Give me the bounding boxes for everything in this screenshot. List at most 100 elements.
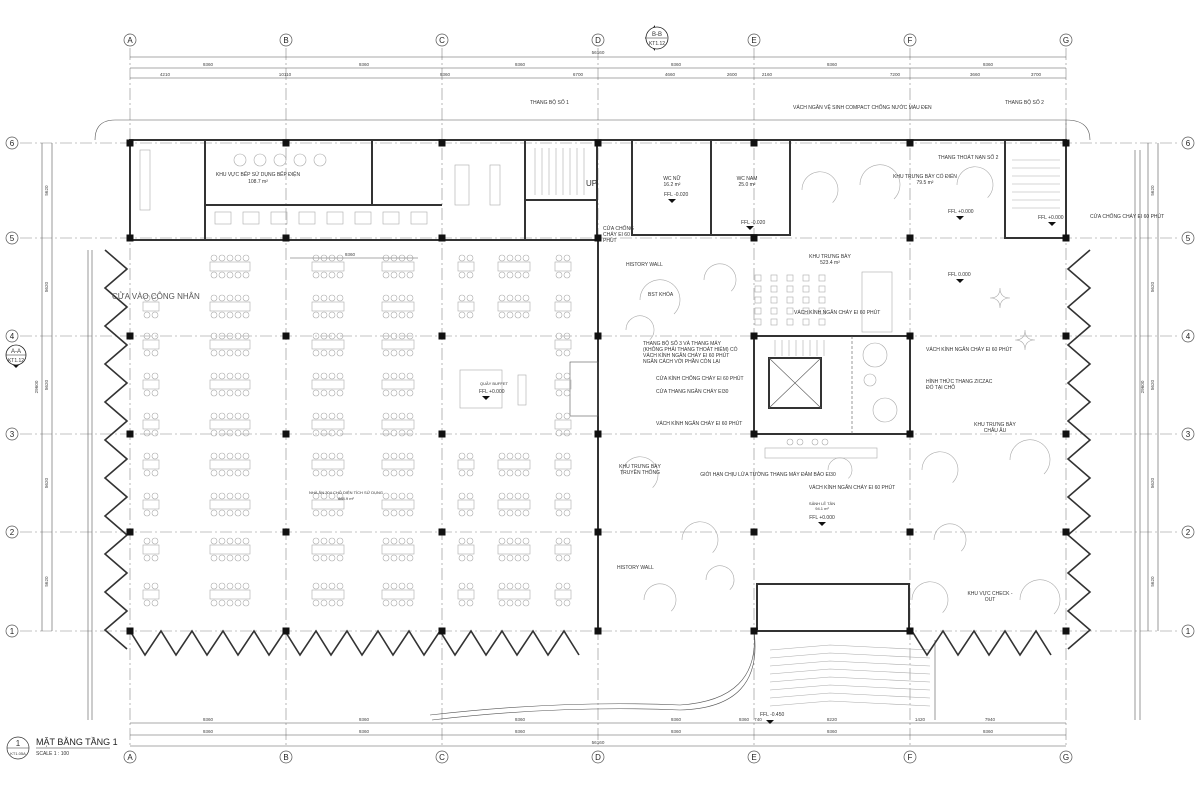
structural-column [282,332,290,340]
label-classic-exhibit-area: 79.5 m² [917,180,934,186]
dim-side-bay: 5620 [1150,185,1155,196]
chair [382,349,390,357]
dim-bottom-bay: 9360 [983,729,994,734]
chair [234,452,242,460]
chair [226,271,234,279]
chair [382,389,390,397]
buffet-counter [459,369,503,409]
exhibit-stand [818,318,826,326]
chair [506,582,514,590]
grid-label-1: 1 [1186,627,1191,636]
dim-top-sub: 6700 [573,72,584,77]
chair [563,311,571,319]
chair [514,254,522,262]
grid-label-5: 5 [1186,234,1191,243]
chair [406,492,414,500]
exhibit-stand [754,274,762,282]
dim-top-bay: 9360 [983,62,994,67]
chair [218,537,226,545]
chair [466,599,474,607]
dim-bottom-total: 56160 [592,740,605,745]
chair [242,254,250,262]
grid-label-C: C [439,36,445,45]
chair [242,599,250,607]
chair [514,271,522,279]
chair [522,537,530,545]
chair [336,271,344,279]
chair [555,537,563,545]
structural-column [1062,332,1070,340]
exhibit-display [1019,579,1061,615]
exhibit-display [933,523,967,552]
chair [522,554,530,562]
facade-zigzag-left [103,249,129,650]
chair [218,582,226,590]
chair [390,509,398,517]
label-wc-male: WC NAM [737,176,758,182]
chair [382,537,390,545]
chair [226,469,234,477]
chair [498,537,506,545]
exhibit-display [1009,439,1051,475]
dim-bottom-bay: 9360 [515,729,526,734]
dining-table [142,379,160,390]
exhibit-stand [754,296,762,304]
chair [328,452,336,460]
dim-bottom-sub: 7940 [985,717,996,722]
label-up: UP [586,179,597,188]
chair [398,452,406,460]
chair [151,582,159,590]
grid-label-E: E [751,36,756,45]
grid-bubble-D [591,750,605,764]
chair [336,582,344,590]
chair [406,429,414,437]
elevator-cross [768,357,822,409]
chair [382,469,390,477]
ffl-stair2: FFL +0.000 [1038,215,1064,221]
grid-label-E: E [751,753,756,762]
chair [143,389,151,397]
entrance-ramp-edge [429,630,755,716]
grid-bubble-3 [1181,427,1195,441]
chair [218,271,226,279]
level-marker-icon [818,522,826,526]
chair [498,599,506,607]
grid-bubble-A [123,750,137,764]
chair [514,469,522,477]
chair [390,311,398,319]
chair [390,582,398,590]
chair [320,311,328,319]
entrance-step [769,660,931,667]
chair [312,271,320,279]
drawing-title: MẶT BẰNG TẦNG 1 [36,737,118,747]
chair [382,311,390,319]
dining-table [554,379,572,390]
chair [398,372,406,380]
dining-table [311,301,345,312]
chair [466,537,474,545]
chair [336,452,344,460]
chair [320,294,328,302]
exhibit-stand [802,318,810,326]
grid-bubble-C [435,33,449,47]
chair [522,294,530,302]
chair [555,294,563,302]
kitchen-counter [139,149,151,211]
dim-bottom-sub: 9360 [671,717,682,722]
exhibit-display [827,457,853,479]
dining-table [381,544,415,555]
chair [514,509,522,517]
chair [210,429,218,437]
dining-table [497,499,531,510]
chair [382,372,390,380]
chair [336,469,344,477]
chair [242,429,250,437]
chair [555,452,563,460]
chair [458,254,466,262]
chair [390,492,398,500]
chair [226,492,234,500]
dining-table [311,261,345,272]
dim-bottom-sub: 8220 [827,717,838,722]
chair [498,509,506,517]
chair [514,554,522,562]
